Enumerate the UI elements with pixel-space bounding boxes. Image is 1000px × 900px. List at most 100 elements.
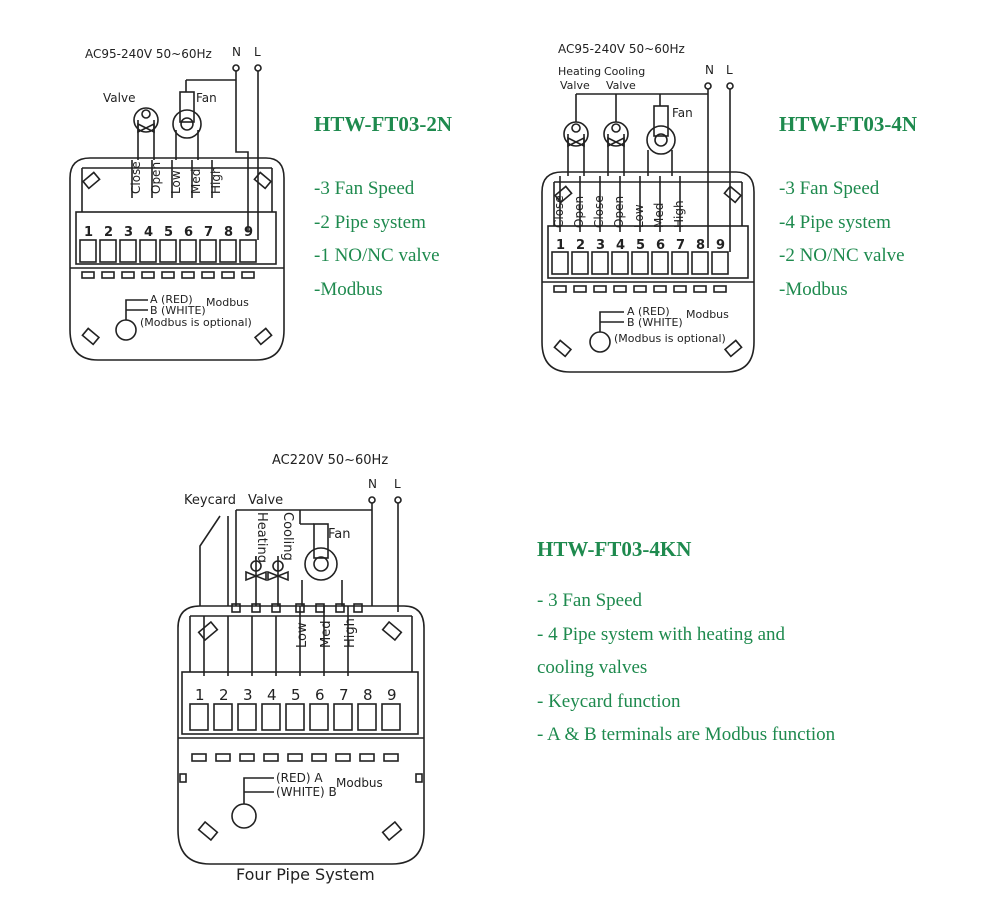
svg-text:3: 3 [124, 225, 133, 240]
feature-item: cooling valves [537, 657, 648, 678]
feature-item: -Modbus [779, 278, 848, 300]
feature-item: -2 Pipe system [314, 211, 426, 233]
cooling-valve-label: Cooling [604, 65, 645, 78]
modbus-note: (Modbus is optional) [140, 316, 252, 329]
svg-text:High: High [343, 618, 358, 648]
neutral-label: N [232, 45, 241, 59]
modbus-a-label: A (RED) [150, 293, 193, 306]
diagram-4n: AC95-240V 50~60Hz N L [541, 42, 755, 373]
svg-text:High: High [209, 166, 223, 194]
modbus-note: (Modbus is optional) [614, 332, 726, 345]
feature-list-4n: -3 Fan Speed -4 Pipe system -2 NO/NC val… [779, 172, 905, 306]
neutral-terminal-dot [232, 64, 240, 72]
svg-text:Open: Open [612, 196, 626, 228]
svg-text:Open: Open [572, 196, 586, 228]
cooling-valve-label-2: Valve [606, 79, 636, 92]
feature-item: -3 Fan Speed [314, 178, 415, 199]
svg-text:1: 1 [195, 686, 205, 704]
svg-text:Med: Med [652, 203, 666, 228]
thermostat-body [541, 171, 755, 373]
terminal-numbers: 1 2 3 4 5 6 7 8 9 [195, 686, 397, 704]
fan-label: Fan [196, 91, 217, 105]
svg-text:5: 5 [164, 225, 173, 240]
supply-label: AC95-240V 50~60Hz [85, 47, 212, 61]
valve-label: Valve [248, 493, 283, 508]
neutral-label: N [368, 477, 377, 491]
supply-label: AC220V 50~60Hz [272, 453, 388, 468]
svg-text:Med: Med [319, 621, 334, 648]
model-title-2n: HTW-FT03-2N [314, 112, 453, 136]
svg-text:Low: Low [169, 170, 183, 194]
svg-text:Med: Med [189, 169, 203, 194]
thermostat-body [69, 157, 285, 361]
modbus-label: Modbus [206, 296, 249, 309]
svg-text:Low: Low [632, 204, 646, 228]
feature-item: - 3 Fan Speed [537, 590, 643, 611]
supply-label: AC95-240V 50~60Hz [558, 42, 685, 56]
svg-text:3: 3 [243, 686, 253, 704]
fan-label: Fan [672, 106, 693, 120]
feature-item: - A & B terminals are Modbus function [537, 724, 836, 745]
heating-label: Heating [254, 512, 269, 563]
svg-text:9: 9 [716, 238, 725, 253]
svg-text:7: 7 [676, 238, 685, 253]
svg-text:8: 8 [363, 686, 373, 704]
model-title-4kn: HTW-FT03-4KN [537, 537, 692, 561]
wires [559, 89, 731, 252]
svg-text:High: High [672, 200, 686, 228]
terminal-vents [553, 285, 727, 293]
modbus-label: Modbus [686, 308, 729, 321]
svg-text:8: 8 [224, 225, 233, 240]
feature-list-2n: -3 Fan Speed -2 Pipe system -1 NO/NC val… [314, 172, 440, 306]
diagram-4kn: AC220V 50~60Hz N L [177, 453, 425, 884]
svg-text:Close: Close [552, 195, 566, 228]
svg-text:8: 8 [696, 238, 705, 253]
live-label: L [394, 477, 401, 491]
svg-text:4: 4 [267, 686, 277, 704]
svg-text:5: 5 [291, 686, 301, 704]
fan-label: Fan [328, 527, 351, 542]
model-title-4n: HTW-FT03-4N [779, 112, 918, 136]
neutral-terminal-dot [368, 496, 376, 504]
terminal-screws [189, 703, 401, 731]
heating-valve-label: Heating [558, 65, 601, 78]
svg-text:Open: Open [149, 162, 163, 194]
terminal-vents [191, 753, 399, 762]
svg-text:1: 1 [84, 225, 93, 240]
feature-item: -Modbus [314, 278, 383, 300]
feature-item: -2 NO/NC valve [779, 245, 905, 266]
svg-text:2: 2 [219, 686, 229, 704]
svg-text:7: 7 [204, 225, 213, 240]
neutral-label: N [705, 63, 714, 77]
diagram-caption: Four Pipe System [236, 865, 375, 884]
live-label: L [726, 63, 733, 77]
diagram-2n: AC95-240V 50~60Hz N L [69, 45, 285, 361]
modbus-a-label: (RED) A [276, 771, 323, 785]
svg-text:7: 7 [339, 686, 349, 704]
svg-text:Low: Low [295, 622, 310, 648]
top-terminal-pins [231, 603, 363, 613]
terminal-screws [551, 251, 729, 275]
svg-text:6: 6 [656, 238, 665, 253]
feature-item: -4 Pipe system [779, 211, 891, 233]
live-label: L [254, 45, 261, 59]
valve-label: Valve [103, 91, 135, 105]
wire-labels: Low Med High [295, 618, 358, 648]
wires [203, 503, 399, 676]
live-terminal-dot [394, 496, 402, 504]
fan-icon [304, 523, 338, 581]
keycard-switch-icon [199, 515, 229, 606]
terminal-block [547, 225, 749, 279]
svg-text:Cooling: Cooling [280, 512, 295, 561]
modbus-connector [589, 311, 624, 353]
terminal-numbers: 1 2 3 4 5 6 7 8 9 [84, 225, 253, 240]
svg-text:4: 4 [144, 225, 153, 240]
svg-text:3: 3 [596, 238, 605, 253]
svg-text:4: 4 [616, 238, 625, 253]
svg-text:2: 2 [104, 225, 113, 240]
svg-text:2: 2 [576, 238, 585, 253]
modbus-b-label: B (WHITE) [627, 316, 683, 329]
wires [131, 71, 259, 240]
modbus-b-label: B (WHITE) [150, 304, 206, 317]
